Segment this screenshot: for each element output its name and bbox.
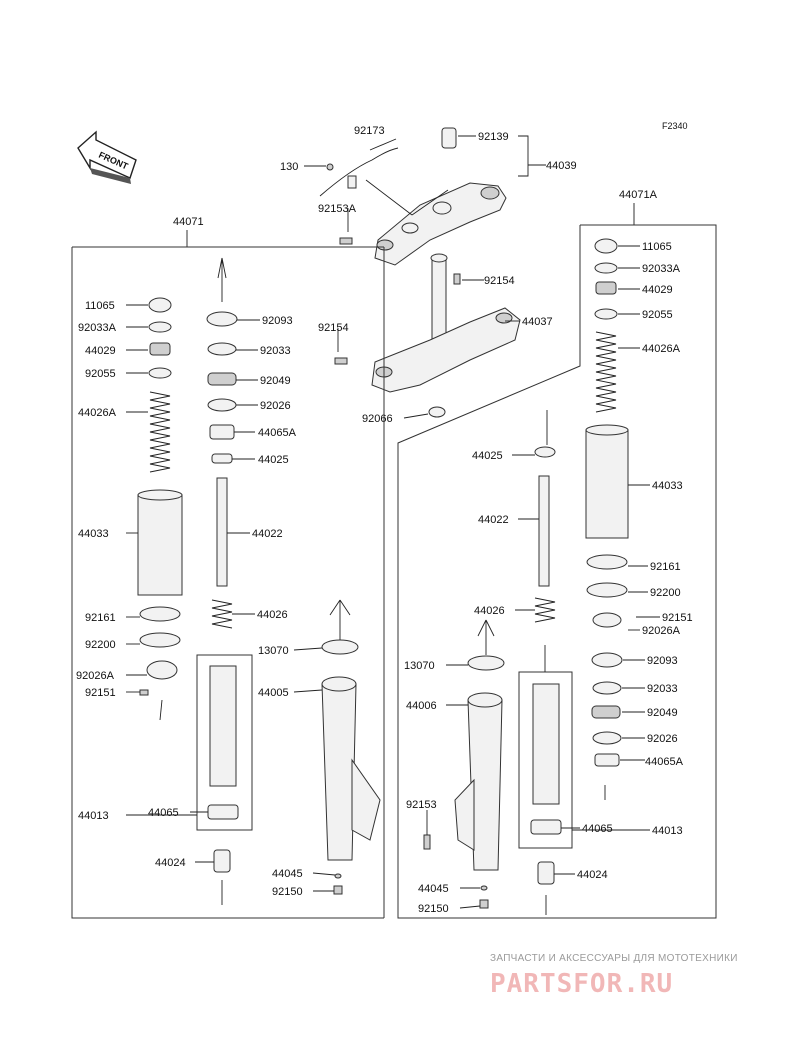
right-label-92093: 92093: [647, 655, 678, 667]
right-label-92055: 92055: [642, 309, 673, 321]
right-label-44013: 44013: [652, 825, 683, 837]
left-label-92161: 92161: [85, 612, 116, 624]
label-92173: 92173: [354, 125, 385, 137]
cable-guide-92173: [319, 147, 399, 197]
left-label-44022: 44022: [252, 528, 283, 540]
label-44037: 44037: [522, 316, 553, 328]
right-label-92161: 92161: [650, 561, 681, 573]
right-parts-column-b: [585, 238, 629, 767]
label-130: 130: [280, 161, 298, 173]
right-label-92150: 92150: [418, 903, 449, 915]
right-label-92026A: 92026A: [642, 625, 681, 637]
bolt-92153A: [339, 237, 353, 245]
watermark-tagline: ЗАПЧАСТИ И АКСЕССУАРЫ ДЛЯ МОТОТЕХНИКИ: [490, 953, 738, 964]
label-92153A: 92153A: [318, 203, 357, 215]
right-label-44065A: 44065A: [645, 756, 684, 768]
left-leader-lines: [126, 257, 351, 905]
left-label-11065: 11065: [85, 300, 115, 312]
left-label-92033: 92033: [260, 345, 291, 357]
left-label-92093: 92093: [262, 315, 293, 327]
bolt-92154-left: [334, 357, 348, 365]
right-label-92033A: 92033A: [642, 263, 681, 275]
right-parts-column-a: [423, 446, 562, 909]
left-label-44025: 44025: [258, 454, 289, 466]
upper-triple-clamp: [374, 127, 507, 266]
left-parts-column-a: [137, 297, 183, 696]
left-label-92026A: 92026A: [76, 670, 115, 682]
right-leader-lines: [426, 245, 660, 915]
bolt-130: [326, 163, 334, 171]
right-label-92153: 92153: [406, 799, 437, 811]
left-label-92150: 92150: [272, 886, 303, 898]
left-label-92055: 92055: [85, 368, 116, 380]
right-label-92026: 92026: [647, 733, 678, 745]
left-label-44045: 44045: [272, 868, 303, 880]
left-label-44029: 44029: [85, 345, 116, 357]
right-label-44065: 44065: [582, 823, 613, 835]
bolt-92154-right: [453, 273, 461, 285]
left-label-44065A: 44065A: [258, 427, 297, 439]
label-92154-right: 92154: [484, 275, 515, 287]
right-label-44024: 44024: [577, 869, 608, 881]
stem-lower-clamp: [371, 253, 521, 418]
label-92154-left: 92154: [318, 322, 349, 334]
right-label-44026A: 44026A: [642, 343, 681, 355]
right-label-13070: 13070: [404, 660, 435, 672]
left-outer-tube-44005: [321, 639, 381, 895]
left-parts-column-b: [206, 311, 239, 873]
right-label-44022: 44022: [478, 514, 509, 526]
left-label-13070: 13070: [258, 645, 289, 657]
watermark-logo: PARTSFOR.RU: [490, 969, 673, 999]
label-92139: 92139: [478, 131, 509, 143]
right-label-44026: 44026: [474, 605, 505, 617]
right-label-92049: 92049: [647, 707, 678, 719]
left-label-92026: 92026: [260, 400, 291, 412]
left-label-44033: 44033: [78, 528, 109, 540]
right-label-44033: 44033: [652, 480, 683, 492]
left-label-92200: 92200: [85, 639, 116, 651]
left-label-92049: 92049: [260, 375, 291, 387]
left-label-44065: 44065: [148, 807, 179, 819]
left-label-92151: 92151: [85, 687, 116, 699]
right-label-44029: 44029: [642, 284, 673, 296]
right-label-44045: 44045: [418, 883, 449, 895]
left-assembly-number: 44071: [173, 216, 204, 228]
left-label-44013: 44013: [78, 810, 109, 822]
label-44039: 44039: [546, 160, 577, 172]
front-arrow-icon: FRONT: [77, 130, 137, 184]
left-label-44024: 44024: [155, 857, 186, 869]
right-assembly-number: 44071A: [619, 189, 658, 201]
left-label-44026A: 44026A: [78, 407, 117, 419]
right-label-92033: 92033: [647, 683, 678, 695]
right-label-92200: 92200: [650, 587, 681, 599]
label-92066: 92066: [362, 413, 393, 425]
left-label-44005: 44005: [258, 687, 289, 699]
left-label-44026: 44026: [257, 609, 288, 621]
right-label-92151: 92151: [662, 612, 693, 624]
right-label-44025: 44025: [472, 450, 503, 462]
right-label-44006: 44006: [406, 700, 437, 712]
left-label-92033A: 92033A: [78, 322, 117, 334]
figure-code: F2340: [662, 121, 688, 131]
right-label-11065: 11065: [642, 241, 672, 253]
